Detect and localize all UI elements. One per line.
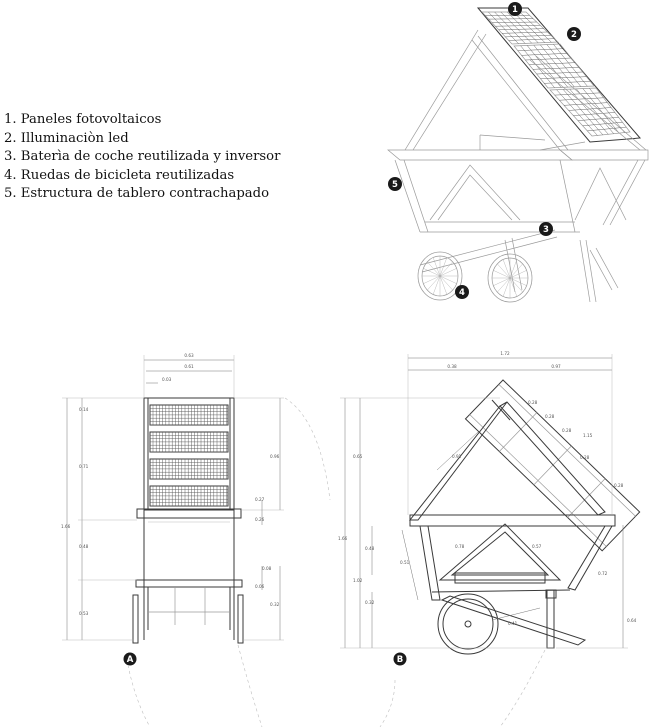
svg-text:0.14: 0.14 (79, 407, 89, 412)
svg-text:0.28: 0.28 (545, 414, 555, 419)
legend-item-4: 4. Ruedas de bicicleta reutilizadas (4, 167, 235, 183)
marker-2: 2 (567, 27, 581, 41)
svg-text:0.06: 0.06 (255, 584, 265, 589)
view-marker-a: A (123, 652, 137, 666)
perspective-frame (387, 29, 649, 303)
svg-text:0.08: 0.08 (262, 566, 272, 571)
svg-text:1.02: 1.02 (353, 578, 363, 583)
marker-5: 5 (388, 177, 402, 191)
legend-item-5: 5. Estructura de tablero contrachapado (4, 186, 270, 201)
svg-text:0.53: 0.53 (79, 611, 89, 616)
front-elevation: 0.63 0.61 0.03 0.14 0.71 1.66 0.48 0.53 … (61, 353, 284, 666)
svg-text:0.64: 0.64 (627, 618, 637, 623)
svg-text:0.61: 0.61 (184, 364, 194, 369)
svg-text:0.48: 0.48 (365, 546, 375, 551)
legend-list: 1. Paneles fotovoltaicos 2. Illuminaciòn… (4, 111, 280, 204)
svg-text:0.57: 0.57 (532, 544, 542, 549)
svg-text:0.26: 0.26 (255, 517, 265, 522)
svg-text:0.27: 0.27 (255, 497, 265, 502)
perspective-wheels (417, 251, 533, 303)
perspective-view: 1 2 3 4 5 (387, 2, 649, 303)
svg-text:0.32: 0.32 (270, 602, 280, 607)
construction-arcs (127, 397, 546, 727)
legend-item-2: 2. Illuminaciòn led (4, 130, 129, 146)
svg-text:0.63: 0.63 (184, 353, 194, 358)
marker-4: 4 (455, 285, 469, 299)
svg-text:1.72: 1.72 (500, 351, 510, 356)
svg-text:0.48: 0.48 (79, 544, 89, 549)
svg-text:0.28: 0.28 (580, 455, 590, 460)
svg-text:5: 5 (392, 180, 398, 190)
svg-text:B: B (397, 655, 403, 665)
svg-text:0.51: 0.51 (400, 560, 410, 565)
svg-text:2: 2 (571, 30, 577, 40)
svg-text:0.32: 0.32 (365, 600, 375, 605)
view-marker-b: B (393, 652, 407, 666)
svg-text:0.28: 0.28 (562, 428, 572, 433)
svg-text:0.96: 0.96 (270, 454, 280, 459)
svg-text:0.97: 0.97 (551, 364, 561, 369)
svg-text:A: A (127, 655, 134, 665)
svg-text:1.15: 1.15 (583, 433, 593, 438)
svg-text:0.28: 0.28 (614, 483, 624, 488)
svg-text:1: 1 (512, 5, 518, 15)
legend-item-1: 1. Paneles fotovoltaicos (4, 112, 162, 127)
svg-text:1.66: 1.66 (61, 524, 71, 529)
svg-text:4: 4 (459, 288, 465, 298)
svg-text:1.66: 1.66 (338, 536, 348, 541)
svg-text:0.71: 0.71 (79, 464, 89, 469)
svg-text:0.78: 0.78 (455, 544, 465, 549)
svg-text:0.28: 0.28 (528, 400, 538, 405)
svg-text:0.38: 0.38 (447, 364, 457, 369)
svg-text:0.41: 0.41 (508, 621, 518, 626)
svg-text:0.65: 0.65 (353, 454, 363, 459)
marker-1: 1 (508, 2, 522, 16)
svg-text:3: 3 (543, 225, 549, 235)
side-elevation: 1.72 0.38 0.97 1.66 0.65 0.48 1.02 0.32 … (338, 351, 641, 666)
solar-panel-array (476, 7, 642, 143)
legend-item-3: 3. Baterìa de coche reutilizada y invers… (4, 149, 281, 164)
svg-text:0.03: 0.03 (162, 377, 172, 382)
svg-text:0.72: 0.72 (598, 571, 608, 576)
marker-3: 3 (539, 222, 553, 236)
svg-text:0.91: 0.91 (452, 454, 462, 459)
